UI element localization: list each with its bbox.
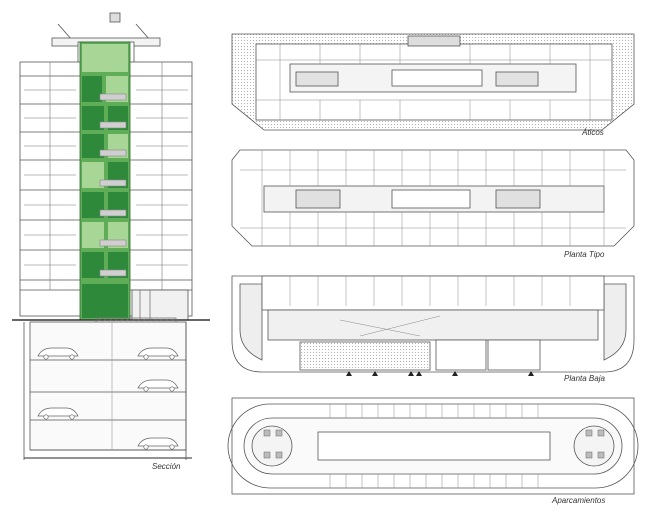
parked-cars xyxy=(37,347,179,450)
ramp-left xyxy=(251,425,293,467)
ground-floor-plan xyxy=(231,275,635,376)
attic-floor-plan xyxy=(231,33,635,131)
typical-plan-label: Planta Tipo xyxy=(564,250,605,259)
ramp-right xyxy=(573,425,615,467)
building-section xyxy=(12,12,210,460)
entrance-markers xyxy=(346,371,534,376)
parking-bays xyxy=(329,404,539,488)
typical-floor-plan xyxy=(231,149,635,247)
attic-plan-label: Áticos xyxy=(582,128,604,137)
roof-chimney xyxy=(109,12,121,23)
section-label: Sección xyxy=(152,462,181,471)
ground-plan-label: Planta Baja xyxy=(564,374,605,383)
roof-antenna xyxy=(135,23,151,41)
parking-floor-plan xyxy=(227,397,639,495)
parking-plan-label: Aparcamientos xyxy=(552,496,606,505)
roof-antenna xyxy=(57,23,73,41)
